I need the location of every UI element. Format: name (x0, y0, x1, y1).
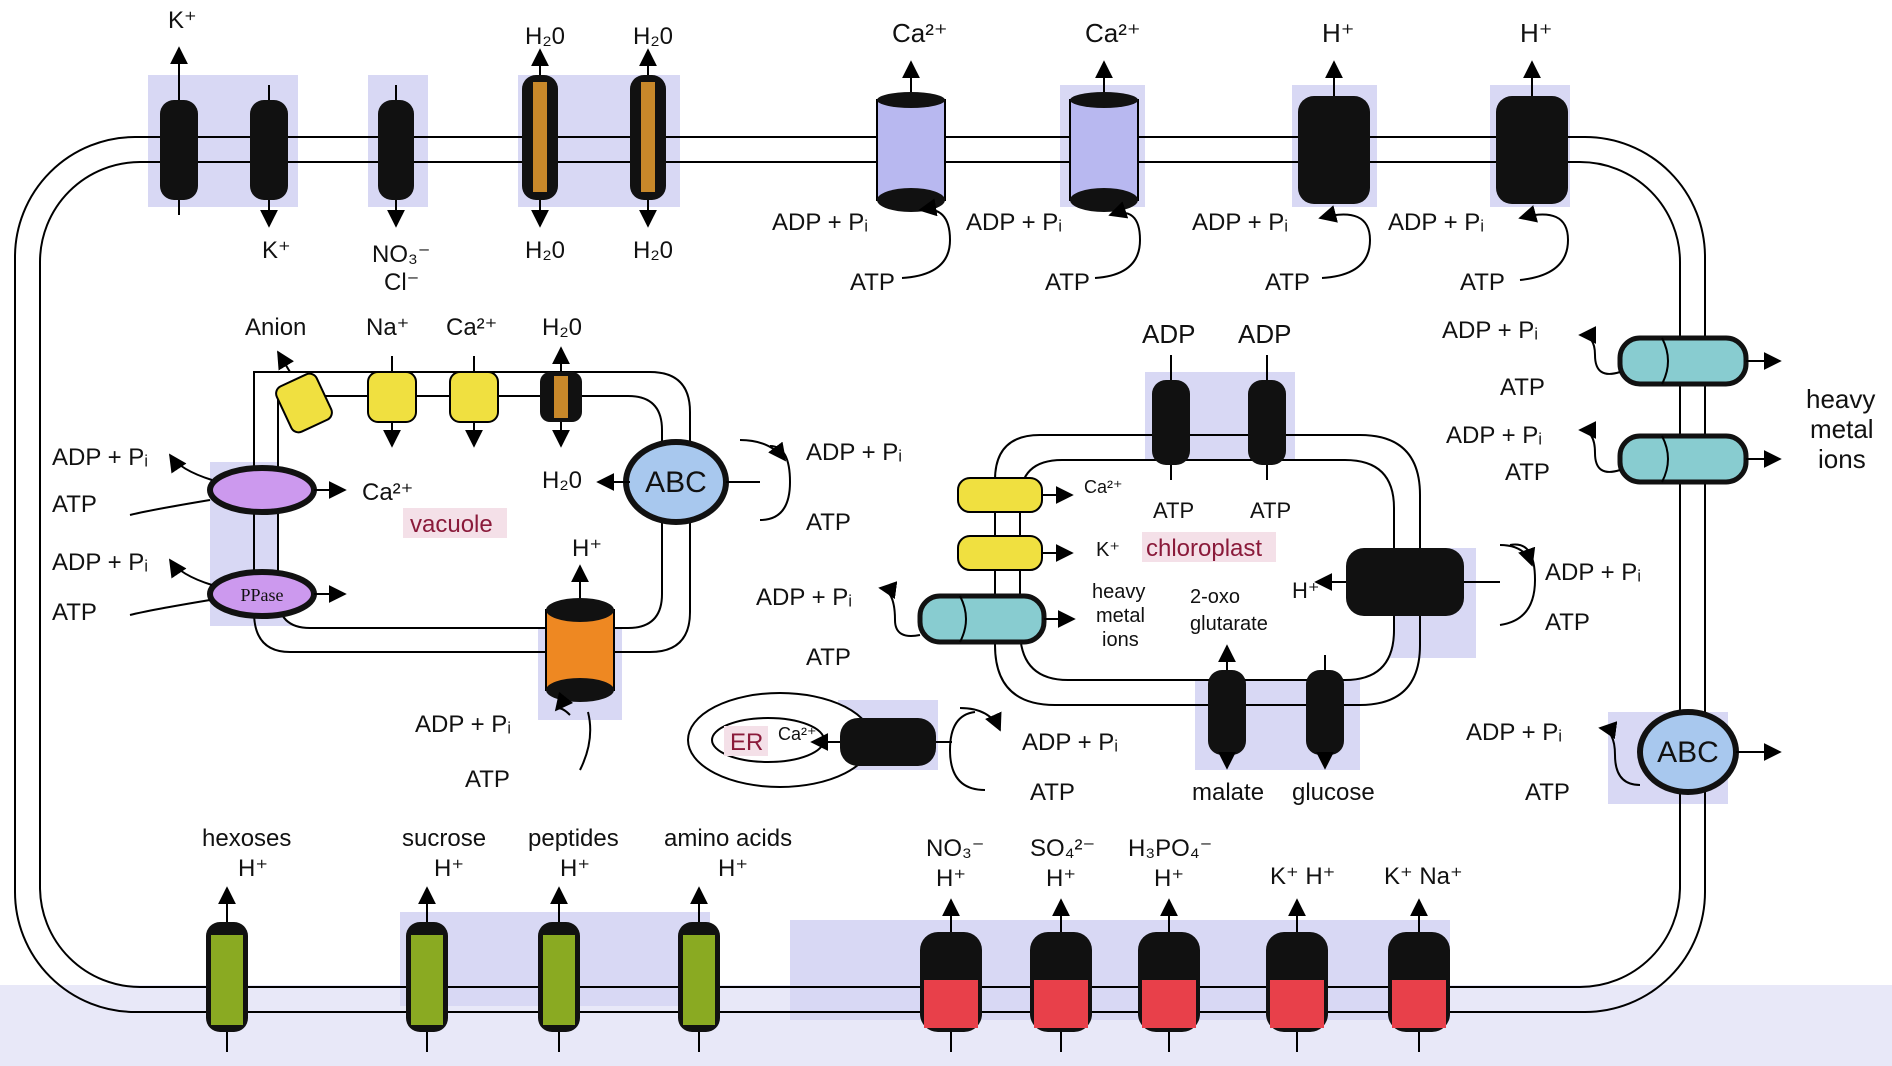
atp-h-vac: ATP (465, 766, 510, 793)
atp-ca2: ATP (1045, 269, 1090, 296)
adp-pi-chl-h: ADP + Pᵢ (1545, 559, 1641, 586)
ca-pump-1 (877, 62, 945, 212)
oxo-label-2: glutarate (1190, 613, 1268, 635)
k-chl-label: K⁺ (1096, 539, 1120, 561)
amino-acids-label: amino acids (664, 825, 792, 852)
adp-pi-ca2: ADP + Pᵢ (966, 209, 1062, 236)
k-na-label: K⁺ Na⁺ (1384, 863, 1463, 890)
atp-er: ATP (1030, 779, 1075, 806)
ca-vac-side-label: Ca²⁺ (362, 479, 413, 506)
phosphate-h-label: H⁺ (1154, 865, 1184, 892)
sulfate-label: SO₄²⁻ (1030, 835, 1095, 862)
nitrate-h-label: H⁺ (936, 865, 966, 892)
adp-chl-1: ADP (1142, 319, 1195, 349)
h2o-2-bottom-label: H₂0 (633, 237, 673, 264)
heavy-chl-3: ions (1102, 629, 1139, 651)
k-h-label: K⁺ H⁺ (1270, 863, 1335, 890)
atp-ppase: ATP (52, 599, 97, 626)
h2o-2-top-label: H₂0 (633, 23, 673, 50)
h-2-label: H⁺ (1520, 18, 1553, 48)
no3-label: NO₃⁻ (372, 241, 430, 268)
vacuole-label: vacuole (410, 511, 493, 538)
amino-acids-h-label: H⁺ (718, 855, 748, 882)
glucose-label: glucose (1292, 779, 1375, 806)
h-pump-2 (1496, 62, 1568, 204)
h-vac-label: H⁺ (572, 535, 602, 562)
sucrose-h-label: H⁺ (434, 855, 464, 882)
h-pump-1 (1298, 62, 1370, 204)
abc-right-label: ABC (1657, 736, 1719, 769)
atp-abc-right: ATP (1525, 779, 1570, 806)
peptides-h-label: H⁺ (560, 855, 590, 882)
atp-abc-vac: ATP (806, 509, 851, 536)
adp-pi-ca1: ADP + Pᵢ (772, 209, 868, 236)
adp-pi-hm-1: ADP + Pᵢ (1442, 317, 1538, 344)
adp-pi-abc-vac: ADP + Pᵢ (806, 439, 902, 466)
atp-chl-h: ATP (1545, 609, 1590, 636)
adp-pi-h2: ADP + Pᵢ (1388, 209, 1484, 236)
sulfate-h-label: H⁺ (1046, 865, 1076, 892)
hexoses-h-label: H⁺ (238, 855, 268, 882)
heavy-chl-2: metal (1096, 605, 1145, 627)
ca-pump-2 (1070, 62, 1138, 212)
adp-pi-ppase: ADP + Pᵢ (52, 549, 148, 576)
peptides-label: peptides (528, 825, 619, 852)
hexoses-label: hexoses (202, 825, 291, 852)
atp-ca-vac: ATP (52, 491, 97, 518)
heavy-right-2: metal (1810, 414, 1874, 444)
adp-chl-2: ADP (1238, 319, 1291, 349)
atp-h1: ATP (1265, 269, 1310, 296)
phosphate-label: H₃PO₄⁻ (1128, 835, 1212, 862)
heavy-right-3: ions (1818, 444, 1866, 474)
sucrose-label: sucrose (402, 825, 486, 852)
h2o-1-bottom-label: H₂0 (525, 237, 565, 264)
adp-pi-h-vac: ADP + Pᵢ (415, 711, 511, 738)
symporter-hexoses (206, 888, 248, 1052)
atp-chl-1: ATP (1153, 498, 1194, 523)
adp-pi-h1: ADP + Pᵢ (1192, 209, 1288, 236)
oxo-label-1: 2-oxo (1190, 586, 1240, 608)
er-ca-label: Ca²⁺ (778, 724, 817, 744)
atp-h2: ATP (1460, 269, 1505, 296)
adp-pi-abc-right: ADP + Pᵢ (1466, 719, 1562, 746)
abc-vacuole-label: ABC (645, 466, 707, 499)
atp-hm-2: ATP (1505, 459, 1550, 486)
adp-pi-hm-2: ADP + Pᵢ (1446, 422, 1542, 449)
h2o-1-top-label: H₂0 (525, 23, 565, 50)
na-label: Na⁺ (366, 314, 409, 341)
chloroplast-label: chloroplast (1146, 535, 1262, 562)
k-in-label: K⁺ (262, 237, 291, 264)
h-chl-label: H⁺ (1292, 578, 1320, 603)
adp-pi-er: ADP + Pᵢ (1022, 729, 1118, 756)
k-outward-channel (160, 48, 198, 215)
h2o-vac-top-label: H₂0 (542, 314, 582, 341)
ca-1-label: Ca²⁺ (892, 18, 948, 48)
nitrate-label: NO₃⁻ (926, 835, 984, 862)
er-label: ER (730, 729, 763, 756)
atp-ca1: ATP (850, 269, 895, 296)
plasma-heavy-metal-pump-1 (1580, 335, 1780, 384)
plasma-heavy-metal-pump-2 (1580, 430, 1780, 482)
atp-chl-hm: ATP (806, 644, 851, 671)
ca-vac-top-label: Ca²⁺ (446, 314, 497, 341)
k-out-label: K⁺ (168, 7, 197, 34)
malate-label: malate (1192, 779, 1264, 806)
h2o-vac-side-label: H₂0 (542, 467, 582, 494)
adp-pi-ca-vac: ADP + Pᵢ (52, 444, 148, 471)
anion-label: Anion (245, 314, 306, 341)
adp-pi-chl-hm: ADP + Pᵢ (756, 584, 852, 611)
atp-hm-1: ATP (1500, 374, 1545, 401)
heavy-right-1: heavy (1806, 384, 1875, 414)
atp-chl-2: ATP (1250, 498, 1291, 523)
chloroplast-membrane-inner (1020, 460, 1394, 680)
h-1-label: H⁺ (1322, 18, 1355, 48)
ca-chl-label: Ca²⁺ (1084, 477, 1123, 497)
ca-2-label: Ca²⁺ (1085, 18, 1141, 48)
ppase-label: PPase (240, 585, 283, 605)
cl-label: Cl⁻ (384, 269, 419, 296)
heavy-chl-1: heavy (1092, 581, 1145, 603)
